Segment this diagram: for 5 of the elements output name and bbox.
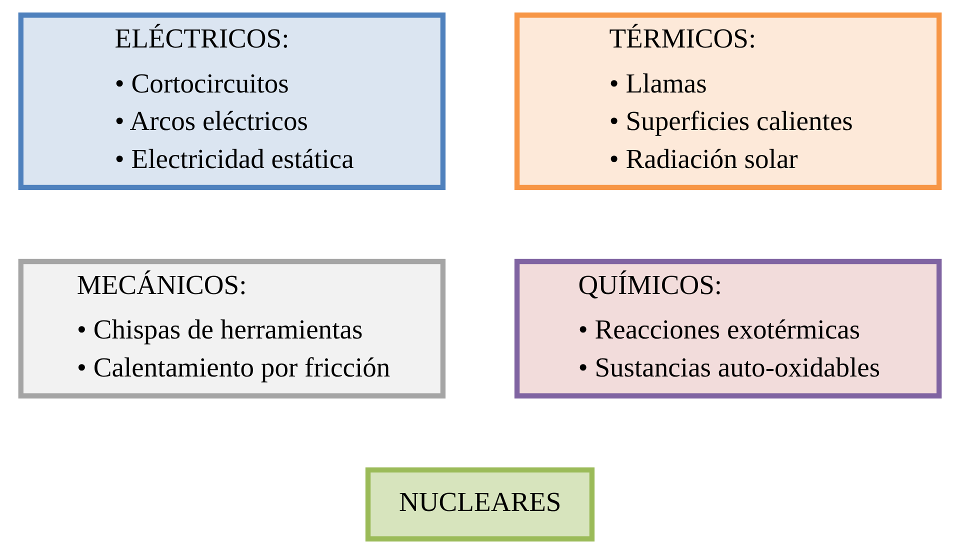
node-box: TÉRMICOS: • Llamas • Superficies calientes • Radiación solar <box>514 12 942 190</box>
node-box: NUCLEARES <box>365 467 595 542</box>
node-box: QUÍMICOS: • Reacciones exotérmicas • Sustancias auto-oxidables <box>514 258 942 398</box>
node-box: ELÉCTRICOS: • Cortocircuitos • Arcos eléctricos • Electricidad estática <box>18 12 446 190</box>
node-box: MECÁNICOS: • Chispas de herramientas • Calentamiento por fricción <box>18 258 446 398</box>
